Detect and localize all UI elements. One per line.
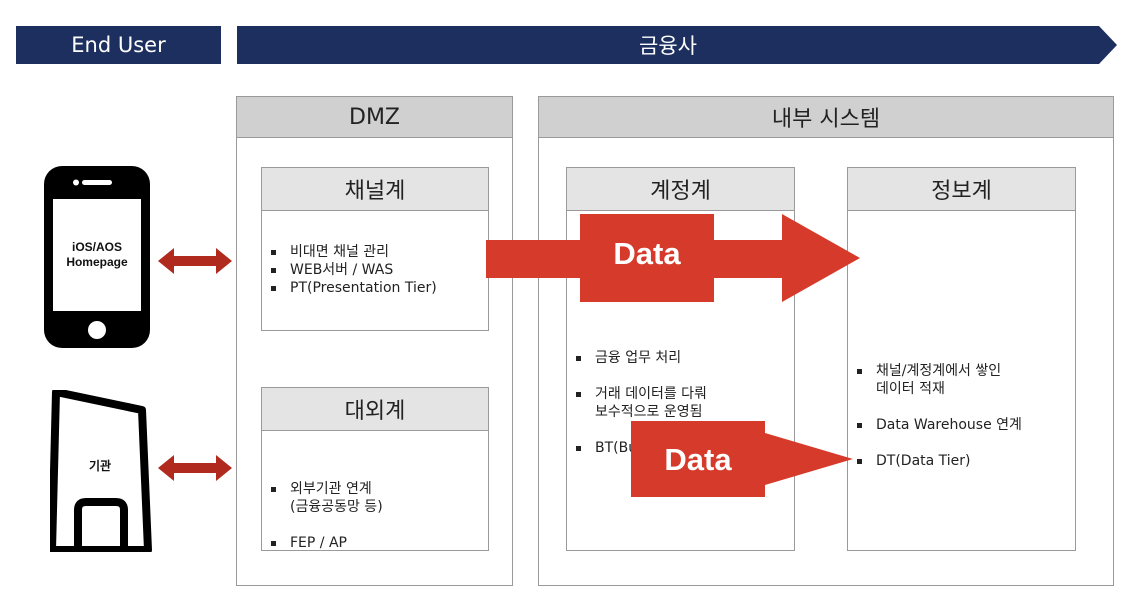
external-box: 대외계 외부기관 연계 (금융공동망 등) FEP / AP — [261, 387, 489, 551]
financial-label: 금융사 — [639, 34, 697, 58]
institution-icon — [50, 390, 152, 552]
account-title: 계정계 — [567, 168, 794, 211]
dmz-title-text: DMZ — [349, 104, 400, 130]
double-arrow-institution — [158, 455, 232, 481]
institution-label: 기관 — [88, 459, 112, 473]
list-item: 금융 업무 처리 — [576, 349, 794, 367]
info-title: 정보계 — [848, 168, 1075, 211]
phone-label: iOS/AOS Homepage — [66, 240, 128, 269]
channel-title: 채널계 — [262, 168, 488, 211]
info-list: 채널/계정계에서 쌓인 데이터 적재 Data Warehouse 연계 DT(… — [848, 344, 1075, 488]
smartphone-icon — [44, 166, 150, 348]
list-item: WEB서버 / WAS — [271, 261, 488, 279]
internal-system-title: 내부 시스템 — [539, 97, 1113, 138]
info-box: 정보계 채널/계정계에서 쌓인 데이터 적재 Data Warehouse 연계… — [847, 167, 1076, 551]
channel-box: 채널계 비대면 채널 관리 WEB서버 / WAS PT(Presentatio… — [261, 167, 489, 331]
channel-list: 비대면 채널 관리 WEB서버 / WAS PT(Presentation Ti… — [262, 243, 488, 297]
list-item: 외부기관 연계 (금융공동망 등) — [271, 480, 488, 516]
dmz-title: DMZ — [237, 97, 512, 138]
financial-header-bar — [237, 26, 1117, 64]
data-arrow-upper — [486, 214, 860, 302]
list-item: DT(Data Tier) — [857, 452, 1075, 470]
end-user-header: End User — [16, 26, 221, 64]
list-item: 거래 데이터를 다뤄 보수적으로 운영됨 — [576, 385, 794, 421]
double-arrow-phone — [158, 248, 232, 274]
data-arrow-lower — [631, 421, 853, 497]
internal-system-title-text: 내부 시스템 — [771, 107, 881, 132]
list-item: 채널/계정계에서 쌓인 데이터 적재 — [857, 362, 1075, 398]
list-item: PT(Presentation Tier) — [271, 279, 488, 297]
financial-header-text: 금융사 — [237, 26, 1099, 64]
external-title: 대외계 — [262, 388, 488, 431]
account-title-text: 계정계 — [650, 179, 711, 204]
end-user-label: End User — [71, 33, 166, 57]
data-label-lower: Data — [664, 442, 732, 477]
external-title-text: 대외계 — [344, 399, 406, 424]
info-title-text: 정보계 — [931, 179, 992, 204]
external-list: 외부기관 연계 (금융공동망 등) FEP / AP — [262, 462, 488, 570]
data-label-upper: Data — [613, 236, 681, 271]
channel-title-text: 채널계 — [344, 179, 406, 204]
list-item: Data Warehouse 연계 — [857, 416, 1075, 434]
list-item: FEP / AP — [271, 534, 488, 552]
list-item: 비대면 채널 관리 — [271, 243, 488, 261]
